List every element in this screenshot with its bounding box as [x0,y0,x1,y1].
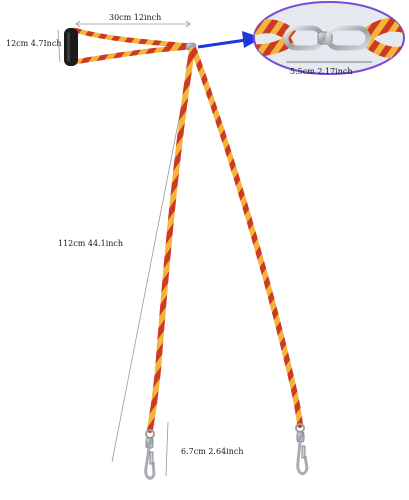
swivel-length-label: 5.5cm 2.17inch [290,67,353,76]
left-lead [147,47,195,433]
leash-handle [64,27,193,66]
handle-height-label: 12cm 4.7Inch [6,39,62,48]
clip-length-label: 6.7cm 2.64inch [181,447,244,456]
handle-grip [64,28,78,66]
right-lead [191,47,303,428]
dimension-lines [57,20,193,477]
clip-length-dimension-line [165,421,169,477]
leash-length-dimension-line [111,51,193,463]
leash-length-label: 112cm 44.1inch [58,239,124,248]
swivel-closeup-inset [253,1,405,75]
handle-height-dimension-line [57,29,61,63]
arrow-right-icon [197,31,262,49]
snap-hook-icon [144,429,156,480]
leash-leads [147,47,303,433]
handle-width-label: 30cm 12inch [109,13,162,22]
snap-hook-icon [295,423,309,476]
